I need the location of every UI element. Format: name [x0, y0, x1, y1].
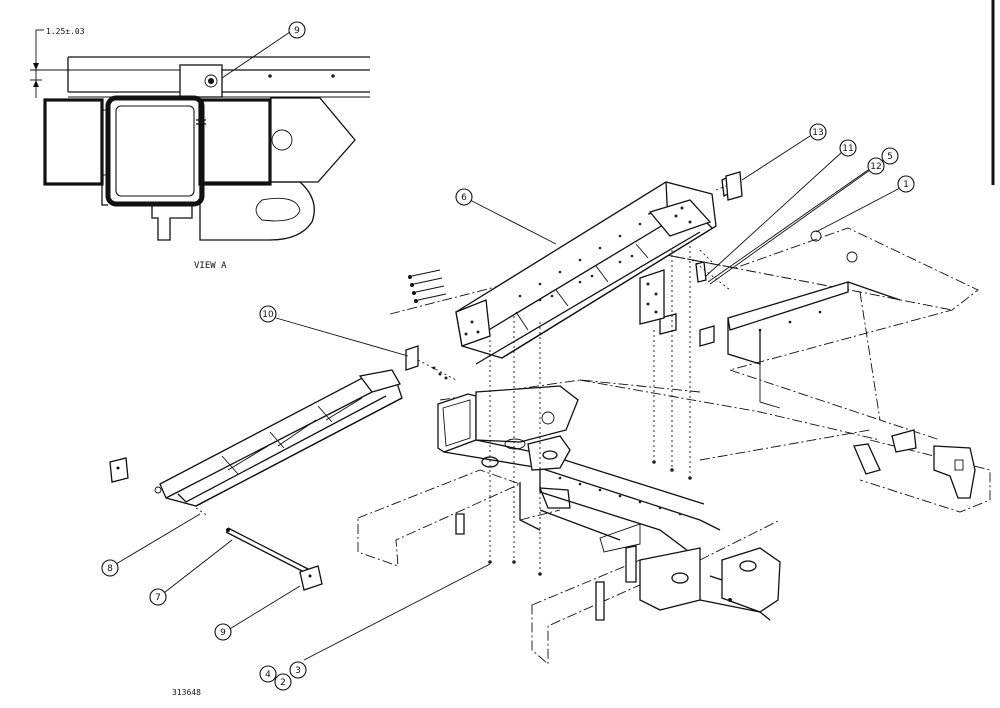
svg-text:1: 1 — [903, 180, 909, 190]
svg-text:13: 13 — [812, 128, 823, 138]
svg-text:11: 11 — [842, 144, 853, 154]
balloon-11: 11 — [839, 139, 857, 157]
balloon-13: 13 — [809, 123, 827, 141]
svg-text:6: 6 — [461, 193, 467, 203]
balloon-10: 10 — [259, 305, 277, 323]
balloon-12: 12 — [867, 157, 885, 175]
floor-panel — [639, 173, 901, 409]
drawing-number: 313648 — [172, 688, 201, 697]
front-bulkhead — [437, 385, 976, 621]
balloon-6: 6 — [455, 188, 473, 206]
balloon-1: 1 — [897, 175, 915, 193]
fastener-projection-lines — [488, 246, 731, 576]
svg-text:7: 7 — [155, 593, 161, 603]
svg-text:5: 5 — [887, 152, 893, 162]
svg-text:12: 12 — [870, 162, 881, 172]
balloon-2: 2 — [274, 673, 292, 691]
lower-step-assembly — [109, 369, 403, 591]
balloon-7: 7 — [149, 588, 167, 606]
view-label: VIEW A — [194, 261, 227, 271]
balloon-5: 5 — [881, 147, 899, 165]
balloon-3: 3 — [289, 661, 307, 679]
svg-text:8: 8 — [107, 564, 113, 574]
bolts-left — [408, 269, 447, 303]
svg-text:4: 4 — [265, 670, 271, 680]
step-assembly-6 — [405, 171, 743, 381]
balloon-9-bottom: 9 — [214, 623, 232, 641]
leader-lines — [115, 31, 901, 661]
balloon-9-top: 9 — [288, 21, 306, 39]
dimension-note: 1.25±.03 — [46, 27, 85, 36]
svg-text:9: 9 — [220, 628, 226, 638]
svg-text:10: 10 — [262, 310, 274, 320]
balloon-8: 8 — [101, 559, 119, 577]
item-balloons: 9 6 13 11 12 5 1 10 — [101, 21, 915, 691]
svg-text:2: 2 — [280, 678, 286, 688]
view-a-detail: 1.25±.03 VIEW A — [30, 27, 370, 271]
svg-text:9: 9 — [294, 26, 300, 36]
svg-text:3: 3 — [295, 666, 301, 676]
balloon-4: 4 — [259, 665, 277, 683]
